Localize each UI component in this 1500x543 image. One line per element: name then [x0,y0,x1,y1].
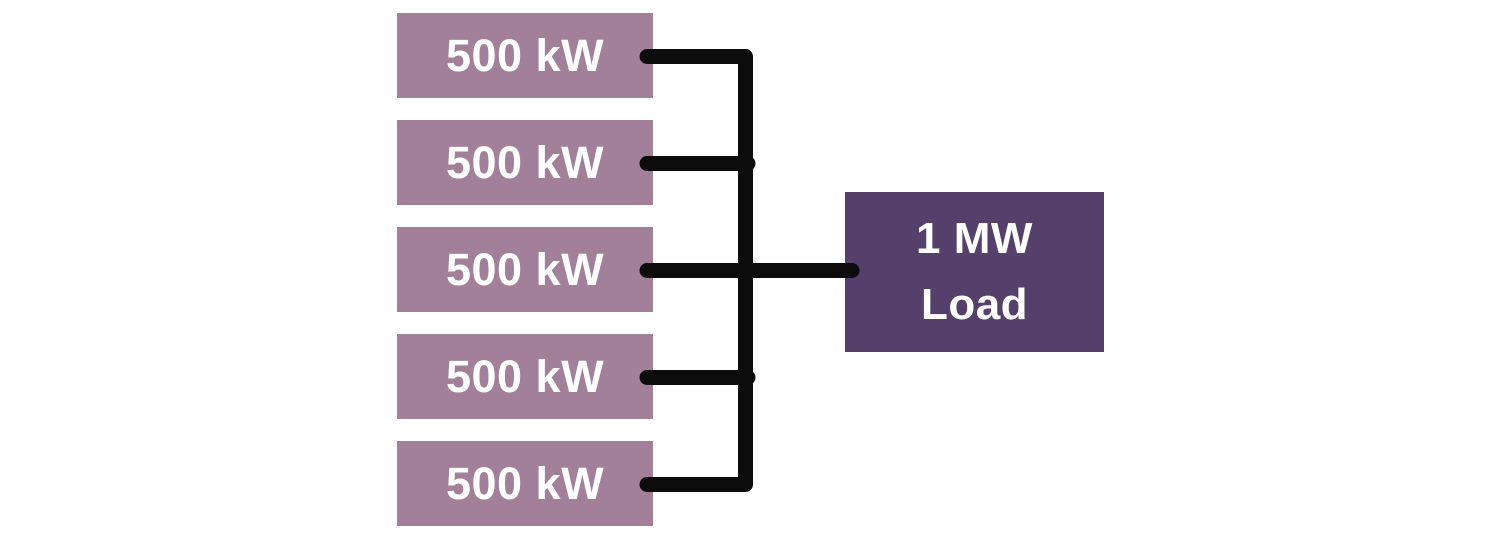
source-box-4: 500 kW [397,334,653,419]
source-box-1: 500 kW [397,13,653,98]
source-label-4: 500 kW [445,350,605,402]
load-label-line2: Load [920,280,1029,329]
source-label-2: 500 kW [445,136,605,188]
source-box-5: 500 kW [397,441,653,526]
load-box: 1 MW Load [845,192,1104,352]
bus-line [639,49,753,492]
source-label-5: 500 kW [445,457,605,509]
source-label-3: 500 kW [445,243,605,295]
source-label-1: 500 kW [445,29,605,81]
load-label-line1: 1 MW [916,214,1033,263]
source-box-3: 500 kW [397,227,653,312]
source-box-2: 500 kW [397,120,653,205]
